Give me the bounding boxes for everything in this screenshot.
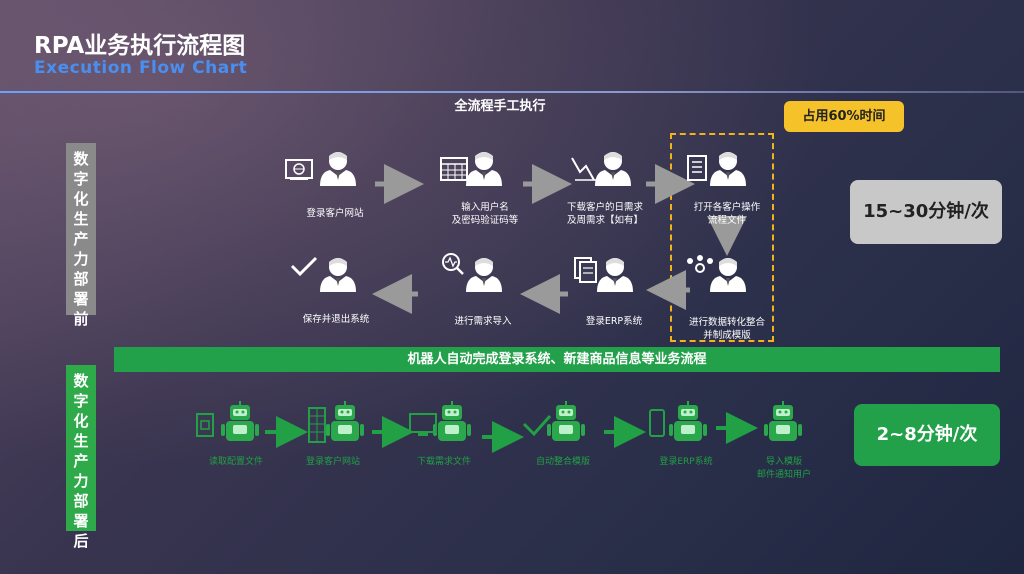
manual-step-5-label: 进行数据转化整合并制成模版 (688, 317, 765, 341)
manual-step-6-label: 登录ERP系统 (585, 316, 643, 327)
checkmark-icon (290, 256, 318, 277)
phone-icon (649, 409, 665, 437)
time-share-badge: 占用60%时间 (784, 101, 904, 132)
manual-step-2-label: 输入用户名及密码验证码等 (451, 202, 519, 226)
after-deploy-label: 数字化 生产力 部署后 (66, 365, 96, 550)
robot-step-3 (409, 400, 472, 442)
robot-step-1-label: 读取配置文件 (208, 457, 263, 467)
manual-step-4 (687, 152, 746, 186)
manual-step-5 (687, 255, 746, 292)
robot-step-5-label: 登录ERP系统 (659, 457, 713, 467)
manual-step-1 (285, 152, 356, 186)
robot-step-3-label: 下载需求文件 (416, 457, 471, 467)
manual-step-1-label: 登录客户网站 (306, 208, 364, 219)
manual-step-4-label: 打开各客户操作流程文件 (693, 202, 761, 226)
document-list-icon (687, 155, 707, 181)
highlight-dashed-box (670, 133, 774, 342)
manual-step-7 (442, 253, 502, 292)
manual-duration-box: 15~30分钟/次 (850, 180, 1002, 244)
robot-step-6 (763, 400, 803, 442)
checkmark-icon (522, 415, 552, 437)
team-gear-icon (687, 255, 713, 273)
manual-step-7-label: 进行需求导入 (454, 316, 512, 327)
robot-process-banner: 机器人自动完成登录系统、新建商品信息等业务流程 (114, 347, 1000, 372)
page-title: RPA业务执行流程图 (34, 33, 246, 59)
robot-step-1 (196, 400, 260, 442)
manual-section-label: 全流程手工执行 (454, 99, 546, 114)
manual-step-8 (290, 256, 356, 292)
robot-step-2-label: 登录客户网站 (305, 457, 360, 467)
documents-icon (574, 257, 597, 283)
monitor-icon (409, 413, 437, 436)
robot-step-4-label: 自动整合模版 (535, 457, 590, 467)
robot-step-2 (308, 400, 365, 443)
magnifier-heartbeat-icon (442, 253, 464, 275)
manual-step-3 (571, 152, 631, 186)
robot-step-6-label: 导入模版邮件通知用户 (756, 457, 811, 480)
manual-step-6 (574, 257, 633, 292)
browser-icon (285, 159, 313, 180)
keyboard-icon (308, 407, 326, 443)
robot-step-5 (649, 400, 708, 442)
manual-step-3-label: 下载客户的日需求及周需求【如有】 (566, 202, 643, 226)
title-divider (0, 91, 1024, 93)
manual-step-2 (440, 152, 502, 186)
robot-duration-box: 2~8分钟/次 (854, 404, 1000, 466)
before-deploy-label: 数字化 生产力 部署前 (66, 143, 96, 328)
robot-step-4 (522, 400, 586, 442)
trend-chart-icon (571, 157, 596, 181)
page-subtitle: Execution Flow Chart (34, 58, 248, 78)
keyboard-icon (440, 157, 468, 181)
config-file-icon (196, 413, 214, 437)
manual-step-8-label: 保存并退出系统 (302, 314, 370, 325)
